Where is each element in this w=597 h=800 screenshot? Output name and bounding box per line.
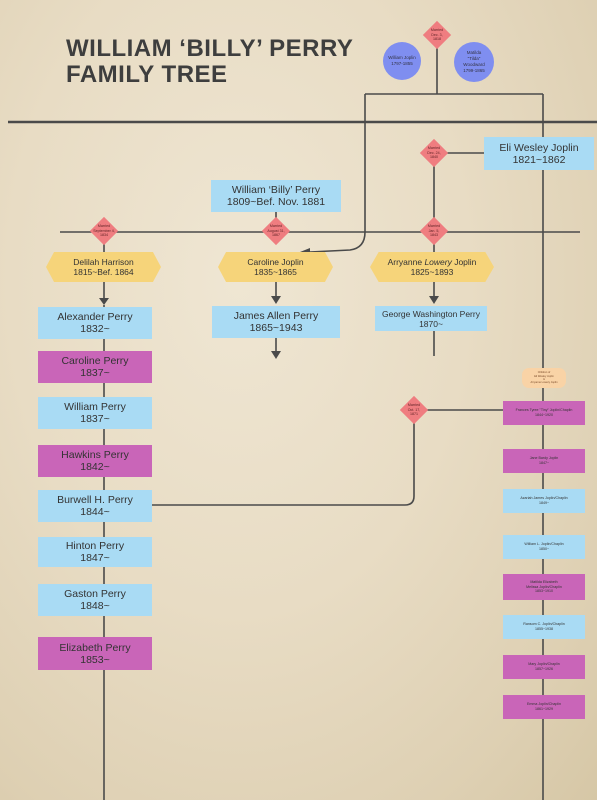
- arryanne-lowery-joplin-hexagon: Arryanne Lowery Joplin 1825~1893: [370, 252, 494, 282]
- caroline-join-curve: [309, 231, 366, 253]
- burwell-marriage-path: [152, 420, 415, 506]
- page-title: WILLIAM ‘BILLY’ PERRY FAMILY TREE: [66, 35, 354, 88]
